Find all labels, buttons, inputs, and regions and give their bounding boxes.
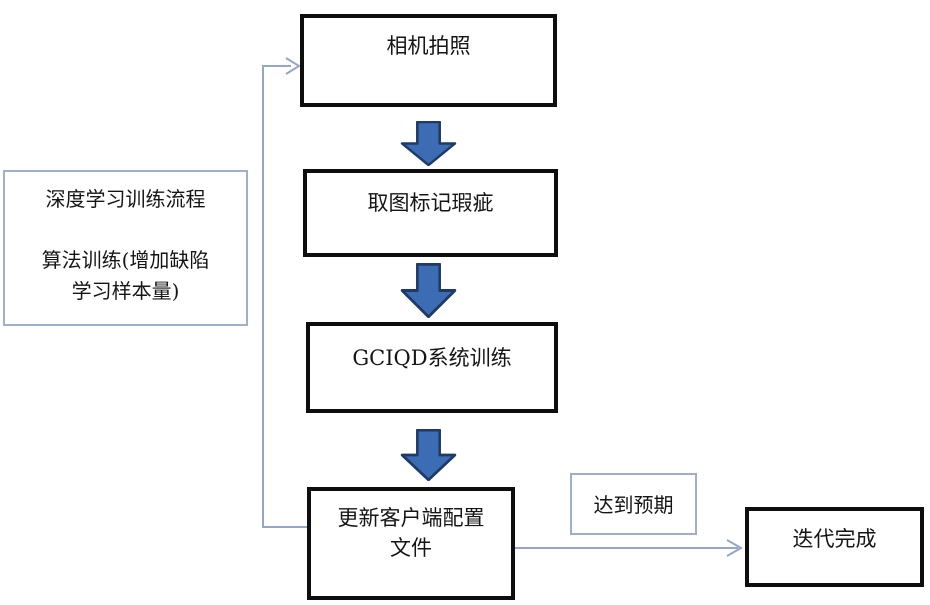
feedback-loop-arrowhead-icon <box>285 57 301 75</box>
side-note-line3: 学习样本量) <box>71 279 180 303</box>
node-gciqd-training-label: GCIQD系统训练 <box>352 346 512 370</box>
edge-label-expectation-box: 达到预期 <box>570 473 697 535</box>
result-arrowhead-icon <box>726 539 744 557</box>
node-iteration-done-label: 迭代完成 <box>792 527 877 551</box>
node-iteration-done: 迭代完成 <box>745 507 924 587</box>
down-block-arrow-icon <box>400 263 457 318</box>
down-block-arrow-icon <box>400 121 457 166</box>
node-update-client-config: 更新客户端配置 文件 <box>307 487 515 600</box>
node-update-client-config-label-line1: 更新客户端配置 <box>337 506 485 530</box>
side-note-box: 深度学习训练流程 算法训练(增加缺陷 学习样本量) <box>3 170 248 326</box>
side-note-spacer <box>5 215 246 245</box>
edge-label-expectation: 达到预期 <box>593 493 674 517</box>
feedback-loop-line <box>262 65 307 528</box>
side-note-line1: 深度学习训练流程 <box>45 187 206 211</box>
down-block-arrow-icon <box>400 429 457 481</box>
node-mark-defects: 取图标记瑕疵 <box>303 169 558 257</box>
node-mark-defects-label: 取图标记瑕疵 <box>367 191 494 215</box>
node-gciqd-training: GCIQD系统训练 <box>306 322 558 413</box>
node-update-client-config-label-line2: 文件 <box>390 536 432 561</box>
node-camera-capture: 相机拍照 <box>300 14 557 107</box>
node-camera-capture-label: 相机拍照 <box>386 34 471 58</box>
side-note-line2: 算法训练(增加缺陷 <box>41 248 210 272</box>
